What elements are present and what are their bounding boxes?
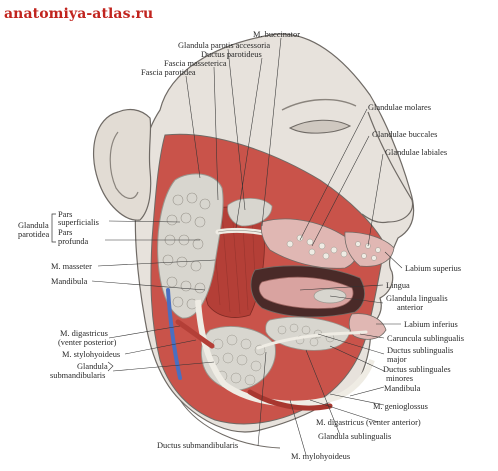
- label-glandula-submandibularis-line1: Glandula: [77, 362, 108, 371]
- label-glandula-lingualis-anterior-line1: Glandula lingualis: [386, 294, 448, 303]
- submandibular-duct: [256, 330, 368, 350]
- label-m-mylohyoideus: M. mylohyoideus: [291, 452, 351, 461]
- label-glandula-lingualis-anterior-line2: anterior: [397, 303, 424, 312]
- label-glandula-parotidea-line1: Glandula: [18, 221, 49, 230]
- label-ductus-sublingualis-major-line2: major: [387, 355, 407, 364]
- parotid-bracket: [51, 213, 56, 243]
- label-ductus-sublinguales-minores-line1: Ductus sublinguales: [383, 365, 451, 374]
- ear: [92, 108, 152, 221]
- label-glandula-parotis-accessoria: Glandula parotis accessoria: [178, 41, 271, 50]
- label-ductus-sublinguales-minores-line2: minores: [386, 374, 413, 383]
- digastric-posterior-belly: [175, 319, 215, 349]
- leader-lines: [91, 37, 403, 456]
- label-glandulae-labiales: Glandulae labiales: [385, 148, 448, 157]
- label-m-digastricus-posterior-line1: M. digastricus: [60, 329, 108, 338]
- label-m-digastricus-anterior: M. digastricus (venter anterior): [316, 418, 421, 427]
- facial-vessel: [166, 288, 182, 380]
- mylohyoid-region: [247, 389, 333, 411]
- nose: [361, 111, 414, 224]
- label-fascia-masseterica: Fascia masseterica: [164, 59, 227, 68]
- eyebrow: [281, 98, 357, 111]
- label-ductus-parotideus: Ductus parotideus: [201, 50, 262, 59]
- label-caruncula-sublingualis: Caruncula sublingualis: [387, 334, 464, 343]
- label-mandibula-right: Mandibula: [384, 384, 421, 393]
- label-fascia-parotidea: Fascia parotidea: [141, 68, 196, 77]
- ear-inner: [109, 131, 139, 199]
- label-ductus-submandibularis: Ductus submandibularis: [157, 441, 239, 450]
- label-m-masseter: M. masseter: [51, 262, 92, 271]
- label-pars-profunda-line2: profunda: [58, 237, 89, 246]
- label-glandula-sublingualis: Glandula sublingualis: [318, 432, 392, 441]
- label-pars-superficialis-line2: superficialis: [58, 218, 99, 227]
- label-m-buccinator: M. buccinator: [253, 30, 300, 39]
- site-watermark: anatomiya-atlas.ru: [4, 6, 154, 22]
- label-pars-superficialis-line1: Pars: [58, 210, 73, 219]
- accessory-parotid-gland: [227, 197, 273, 227]
- label-ductus-sublingualis-major-line1: Ductus sublingualis: [387, 346, 454, 355]
- label-labium-superius: Labium superius: [405, 264, 462, 273]
- label-glandula-submandibularis-line2: submandibularis: [50, 371, 106, 380]
- glandula-submandibularis-bracket: [107, 361, 114, 372]
- upper-lip: [344, 231, 395, 267]
- label-labium-inferius: Labium inferius: [404, 320, 458, 329]
- label-lingua: Lingua: [386, 281, 410, 290]
- label-mandibula-left: Mandibula: [51, 277, 88, 286]
- label-m-digastricus-posterior-line2: (venter posterior): [58, 338, 117, 347]
- eye-lid: [288, 119, 352, 134]
- label-m-genioglossus: M. genioglossus: [373, 402, 428, 411]
- neck-outline: [179, 399, 281, 449]
- label-glandulae-molares: Glandulae molares: [368, 103, 432, 112]
- label-glandulae-buccales: Glandulae buccales: [372, 130, 438, 139]
- label-m-stylohyoideus: M. stylohyoideus: [62, 350, 121, 359]
- label-pars-profunda-line1: Pars: [58, 228, 73, 237]
- label-glandula-parotidea-line2: parotidea: [18, 230, 50, 239]
